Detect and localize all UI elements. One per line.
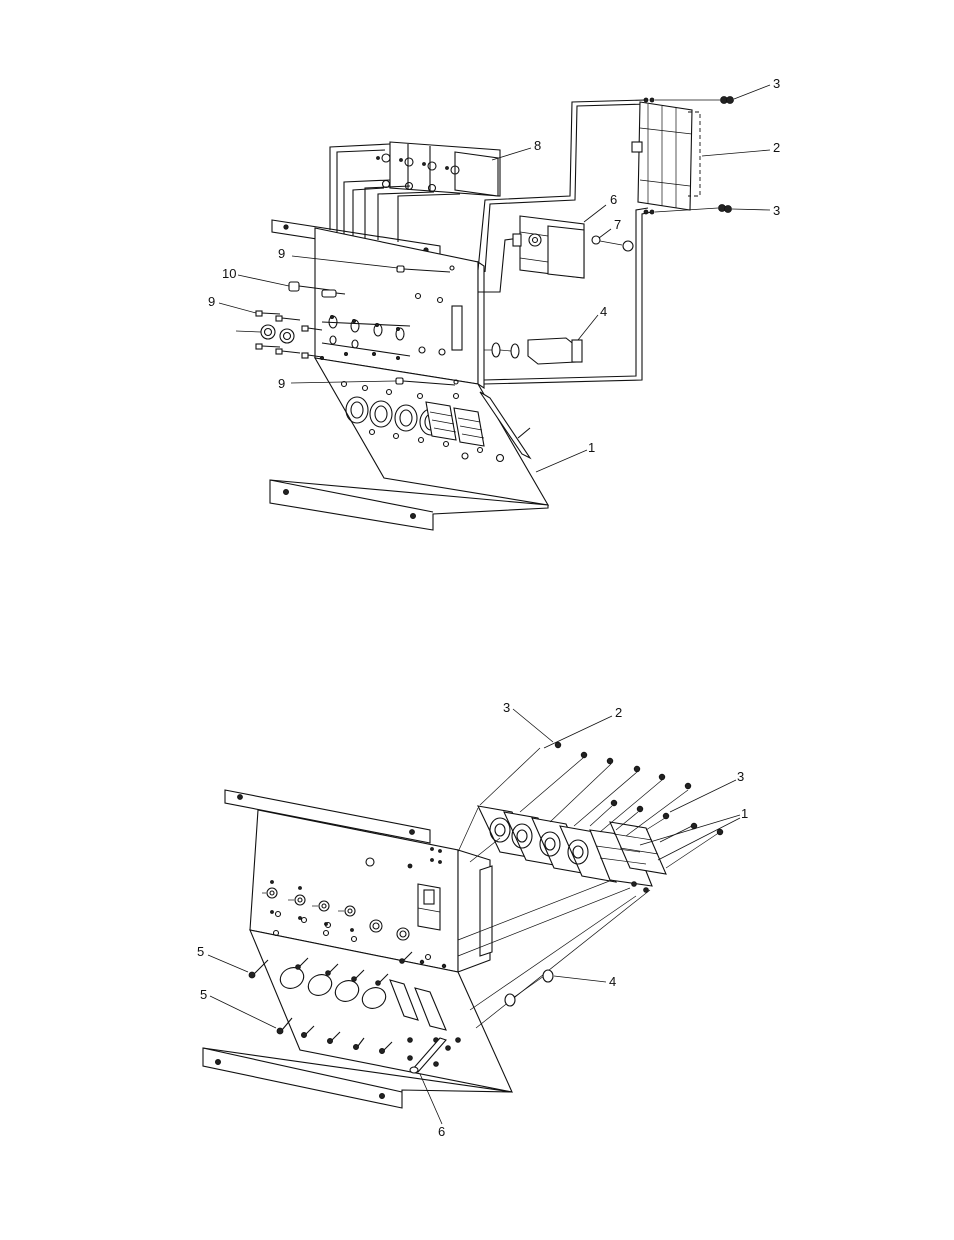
lower-exploded-components: [458, 742, 723, 1028]
circuit-breaker: [632, 97, 734, 215]
switch-bank: [377, 142, 501, 196]
callout-3: 3: [773, 203, 780, 218]
callout-3: 3: [503, 700, 510, 715]
lower-exploded-view: 3 2 3 1 5 5 4 6: [197, 700, 748, 1139]
callout-6: 6: [610, 192, 617, 207]
callout-9: 9: [208, 294, 215, 309]
callout-6: 6: [438, 1124, 445, 1139]
callout-8: 8: [534, 138, 541, 153]
power-connector: [484, 338, 582, 364]
panel-assembly: [270, 220, 548, 530]
callout-3: 3: [737, 769, 744, 784]
callout-3: 3: [773, 76, 780, 91]
upper-callout-labels: 3 2 3 8 6 7 9 10 9 4 9 1: [208, 76, 780, 455]
callout-4: 4: [609, 974, 616, 989]
callout-10: 10: [222, 266, 236, 281]
upper-exploded-view: 3 2 3 8 6 7 9 10 9 4 9 1: [208, 76, 780, 530]
callout-1: 1: [741, 806, 748, 821]
callout-5: 5: [200, 987, 207, 1002]
callout-7: 7: [614, 217, 621, 232]
callout-1: 1: [588, 440, 595, 455]
callout-4: 4: [600, 304, 607, 319]
rear-panel-assembly: [203, 790, 512, 1108]
callout-5: 5: [197, 944, 204, 959]
callout-9: 9: [278, 246, 285, 261]
callout-2: 2: [615, 705, 622, 720]
callout-2: 2: [773, 140, 780, 155]
callout-9: 9: [278, 376, 285, 391]
